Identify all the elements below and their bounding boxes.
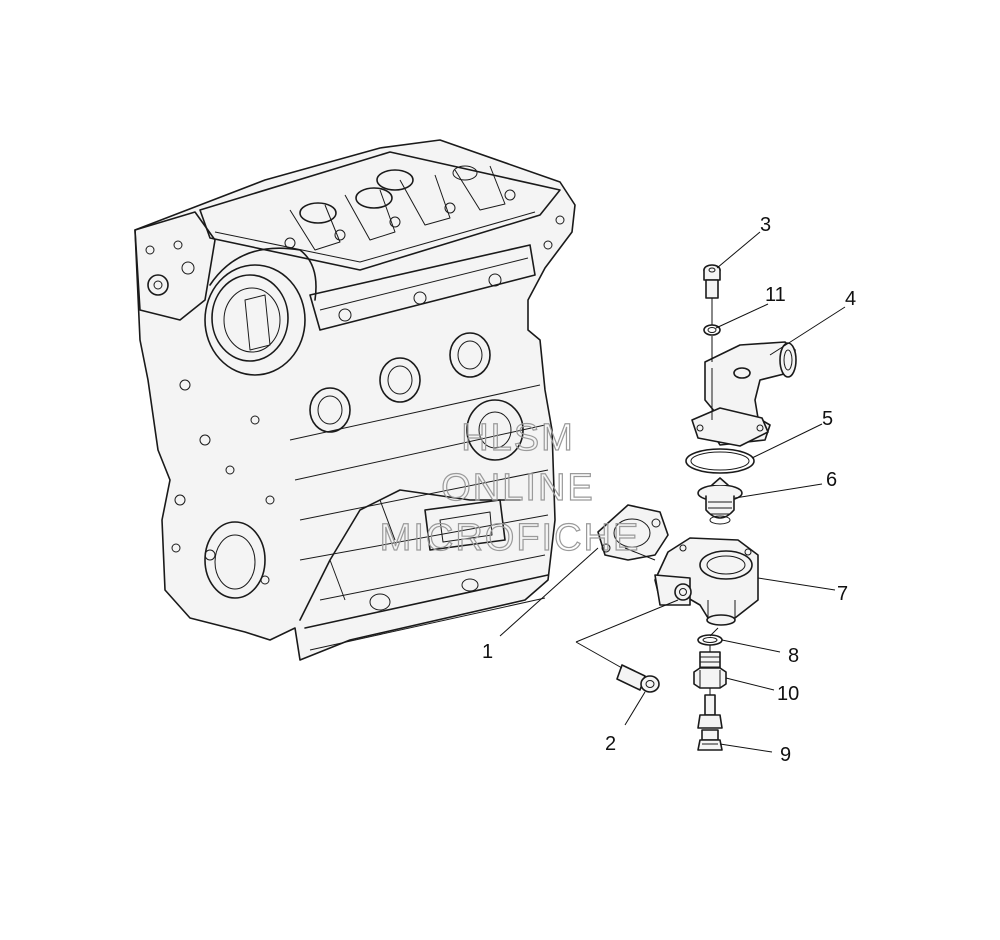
- gasket-part-1: [597, 504, 669, 561]
- bolt-part-2: [616, 664, 660, 693]
- callout-6: 6: [826, 469, 837, 491]
- adapter-part-10: [693, 651, 727, 689]
- thermostat-part-6: [697, 477, 743, 525]
- engine-block: [134, 139, 576, 661]
- bolt-part-3: [703, 264, 721, 299]
- callout-10: 10: [777, 683, 799, 705]
- watermark-line-3: MICROFICHE: [380, 517, 641, 559]
- callout-4: 4: [845, 288, 856, 310]
- watermark-line-2: ONLINE: [441, 467, 594, 509]
- watermark-line-1: HLSM: [461, 417, 575, 459]
- oring-part-11: [703, 324, 721, 336]
- callout-2: 2: [605, 733, 616, 755]
- callout-11: 11: [765, 284, 786, 306]
- thermostat-housing-part-7: [654, 537, 759, 626]
- seal-part-5: [685, 448, 755, 474]
- callout-8: 8: [788, 645, 799, 667]
- callout-5: 5: [822, 408, 833, 430]
- callout-labels: 3 11 4 5 6 7 8 10 9 1 2: [482, 214, 856, 766]
- outlet-housing-part-4: [691, 341, 797, 447]
- washer-part-8: [697, 634, 723, 646]
- leader-lines: [499, 231, 846, 753]
- callout-1: 1: [482, 641, 493, 663]
- callout-9: 9: [780, 744, 791, 766]
- callout-7: 7: [837, 583, 848, 605]
- sensor-part-9: [697, 694, 723, 751]
- watermark: HLSM ONLINE MICROFICHE: [379, 416, 641, 559]
- callout-3: 3: [760, 214, 771, 236]
